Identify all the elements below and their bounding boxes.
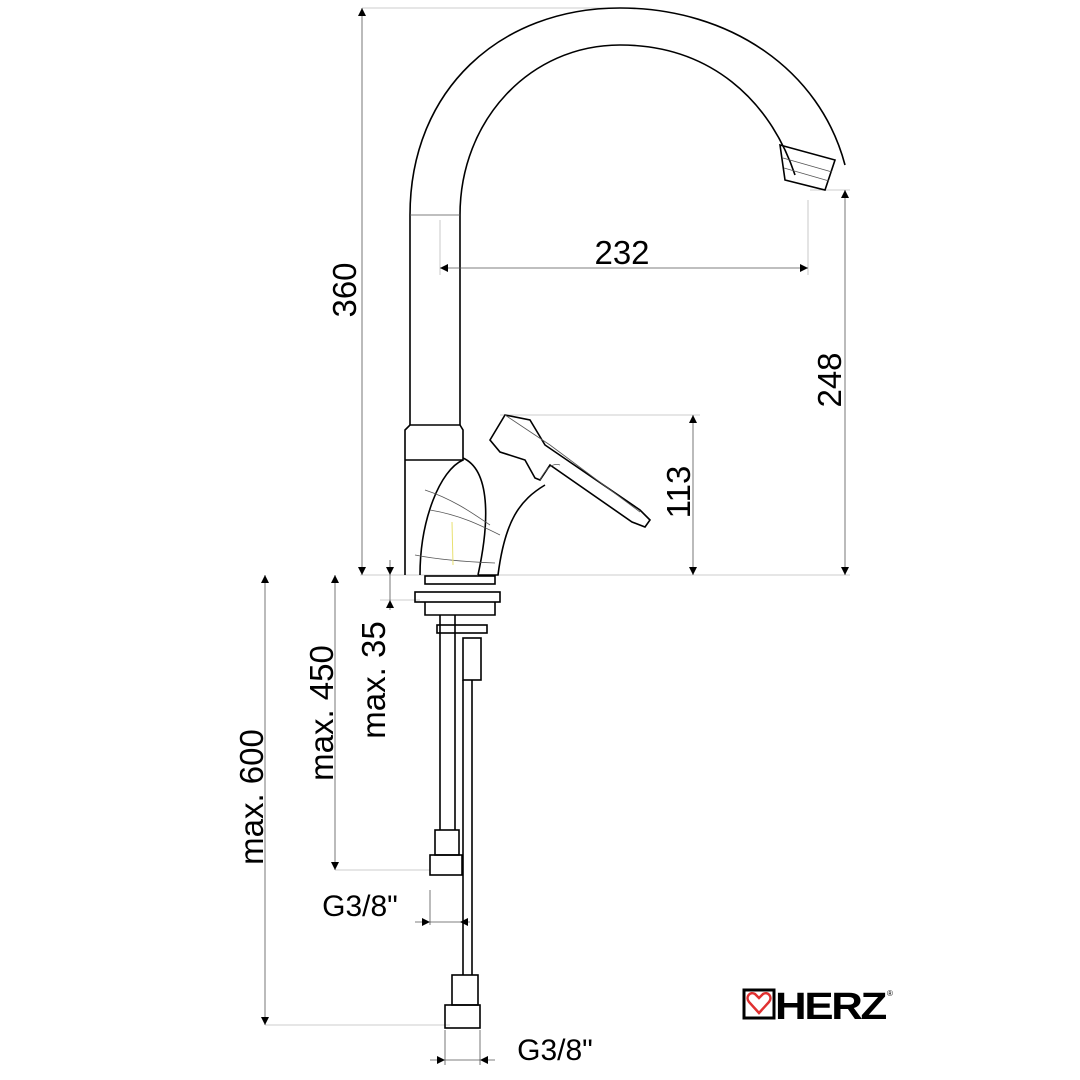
dim-max35-label: max. 35	[355, 621, 392, 738]
thread-label-2: G3/8"	[517, 1034, 593, 1067]
dimension-lines	[261, 8, 849, 1065]
faucet-lever	[489, 414, 652, 528]
heart-icon	[746, 992, 772, 1015]
dim-max600-label: max. 600	[233, 729, 270, 865]
logo-text: HERZ	[775, 986, 887, 1028]
thread-label-1: G3/8"	[322, 890, 398, 923]
dim-max450-label: max. 450	[303, 645, 340, 781]
mounting-hardware	[414, 575, 501, 1029]
herz-logo: HERZ ®	[742, 986, 893, 1028]
extension-lines	[265, 7, 850, 1026]
registered-mark: ®	[887, 989, 893, 998]
dim-248-label: 248	[811, 352, 848, 407]
faucet-body	[404, 424, 546, 576]
faucet-spout	[409, 7, 846, 425]
dim-360-label: 360	[326, 262, 363, 317]
dim-232-label: 232	[594, 234, 649, 271]
dim-113-label: 113	[660, 466, 697, 519]
